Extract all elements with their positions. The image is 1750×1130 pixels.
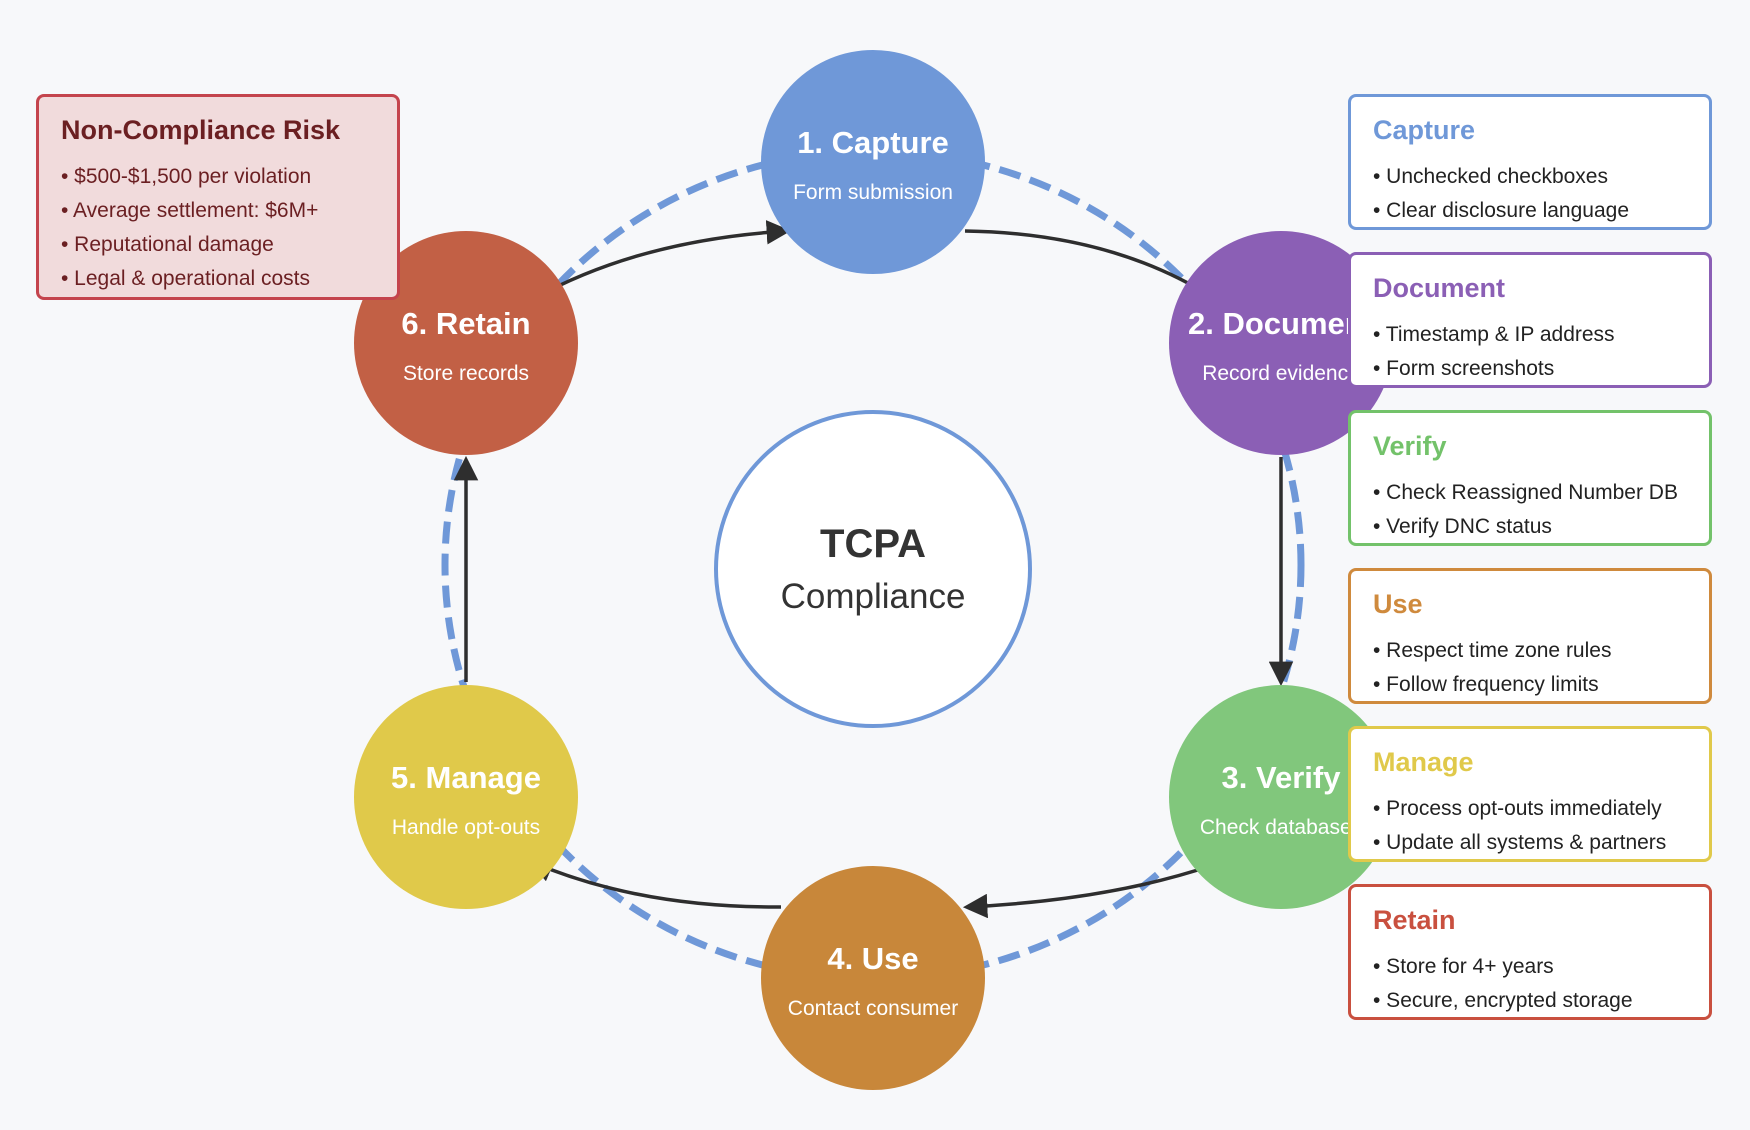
- center-title: TCPA: [820, 521, 926, 566]
- step-title: 4. Use: [827, 941, 919, 976]
- card-item: • Form screenshots: [1373, 357, 1555, 380]
- card-heading: Capture: [1373, 115, 1476, 145]
- step-subtitle: Contact consumer: [787, 997, 959, 1020]
- step-manage-node: 5. Manage Handle opt-outs: [354, 685, 578, 909]
- card-item: • Unchecked checkboxes: [1373, 165, 1608, 188]
- document-detail-card: Document • Timestamp & IP address • Form…: [1348, 252, 1712, 388]
- center-subtitle: Compliance: [780, 576, 966, 616]
- non-compliance-risk-box: Non-Compliance Risk • $500-$1,500 per vi…: [36, 94, 400, 300]
- risk-item: • Legal & operational costs: [61, 267, 311, 290]
- step-title: 1. Capture: [797, 125, 949, 160]
- step-title: 2. Document: [1187, 306, 1375, 341]
- card-item: • Clear disclosure language: [1373, 199, 1629, 222]
- card-heading: Retain: [1373, 905, 1456, 935]
- card-heading: Verify: [1373, 431, 1447, 461]
- card-item: • Secure, encrypted storage: [1373, 989, 1633, 1012]
- card-item: • Respect time zone rules: [1373, 639, 1612, 662]
- use-detail-card: Use • Respect time zone rules • Follow f…: [1348, 568, 1712, 704]
- card-item: • Store for 4+ years: [1373, 955, 1554, 978]
- retain-detail-card: Retain • Store for 4+ years • Secure, en…: [1348, 884, 1712, 1020]
- step-subtitle: Check databases: [1199, 816, 1363, 839]
- step-title: 3. Verify: [1221, 760, 1341, 795]
- card-heading: Document: [1373, 273, 1506, 303]
- risk-item: • $500-$1,500 per violation: [61, 165, 312, 188]
- capture-detail-card: Capture • Unchecked checkboxes • Clear d…: [1348, 94, 1712, 230]
- manage-detail-card: Manage • Process opt-outs immediately • …: [1348, 726, 1712, 862]
- step-title: 6. Retain: [401, 306, 531, 341]
- center-hub: TCPA Compliance: [714, 410, 1032, 728]
- step-subtitle: Form submission: [793, 181, 953, 204]
- step-use-node: 4. Use Contact consumer: [761, 866, 985, 1090]
- step-subtitle: Store records: [402, 362, 530, 385]
- step-subtitle: Record evidence: [1202, 362, 1360, 385]
- card-item: • Follow frequency limits: [1373, 673, 1599, 696]
- step-subtitle: Handle opt-outs: [391, 816, 541, 839]
- card-item: • Process opt-outs immediately: [1373, 797, 1662, 820]
- step-capture-node: 1. Capture Form submission: [761, 50, 985, 274]
- arrow-use-to-manage: [528, 858, 782, 909]
- verify-detail-card: Verify • Check Reassigned Number DB • Ve…: [1348, 410, 1712, 546]
- risk-heading: Non-Compliance Risk: [61, 115, 341, 145]
- arrow-retain-to-capture: [534, 220, 792, 300]
- card-heading: Manage: [1373, 747, 1474, 777]
- card-item: • Check Reassigned Number DB: [1373, 481, 1678, 504]
- card-item: • Verify DNC status: [1373, 515, 1552, 538]
- risk-item: • Average settlement: $6M+: [61, 199, 319, 222]
- risk-item: • Reputational damage: [61, 233, 274, 256]
- step-title: 5. Manage: [391, 760, 541, 795]
- arrow-verify-to-use: [962, 863, 1214, 919]
- card-item: • Update all systems & partners: [1373, 831, 1667, 854]
- arrow-capture-to-document: [964, 229, 1216, 300]
- card-item: • Timestamp & IP address: [1373, 323, 1615, 346]
- card-heading: Use: [1373, 589, 1423, 619]
